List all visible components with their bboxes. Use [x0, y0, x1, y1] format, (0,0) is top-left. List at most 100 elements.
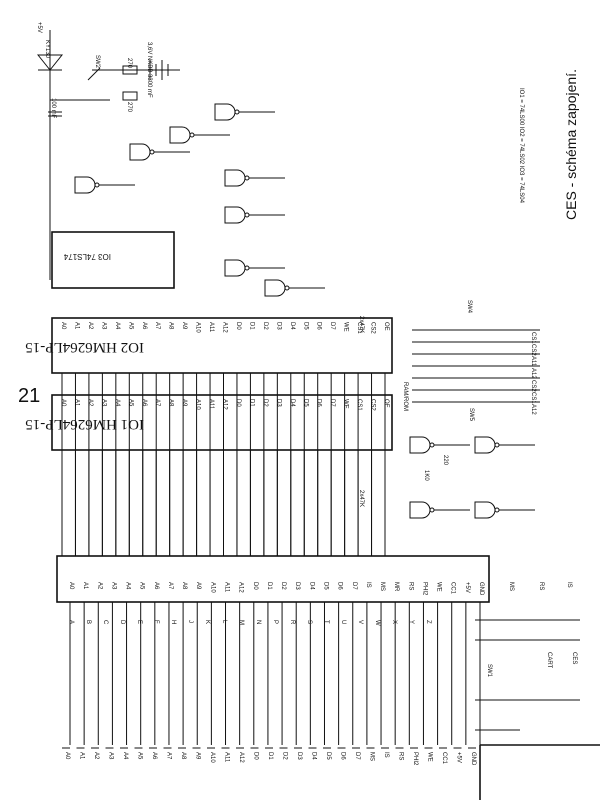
left-label: D6: [340, 752, 346, 760]
io3-label: IO3 74LS174: [63, 252, 111, 261]
chip-pin-label: A9: [181, 399, 187, 407]
ces-label: CES: [571, 652, 577, 664]
left-lines: [69, 602, 481, 745]
connector-pin-label: A2: [96, 582, 102, 590]
logic-gate: [224, 169, 246, 187]
plus5v-label: +5V: [36, 22, 42, 33]
chip-pin-label: A12: [222, 322, 228, 333]
connector-letter: C: [102, 620, 108, 625]
chip-pin-label: A10: [195, 322, 201, 333]
connector-letter: A: [68, 620, 74, 624]
chip-pin-label: A11: [208, 399, 214, 410]
chip-pin-label: WE: [343, 399, 349, 409]
logic-gate: [224, 259, 246, 277]
res-b-label: 2x47K: [358, 490, 364, 507]
left-label: A12: [238, 752, 244, 763]
logic-gate: [224, 206, 246, 224]
connector-letter: K: [204, 620, 210, 624]
logic-gate: [169, 126, 191, 144]
logic-gate: [74, 176, 96, 194]
connector-pin-label: D2: [280, 582, 286, 590]
gates: [74, 103, 535, 519]
connector-pin-label: A8: [181, 582, 187, 590]
chip-pin-label: A2: [87, 399, 93, 407]
left-label: A10: [209, 752, 215, 763]
io2-label: IO2 HM6264LP-15: [25, 339, 144, 355]
chip-pin-label: A9: [181, 322, 187, 330]
svg-text:270: 270: [126, 102, 132, 113]
left-label: A8: [180, 752, 186, 760]
chip-pin-label: D3: [275, 399, 281, 407]
sw5-label: SW5: [468, 408, 474, 422]
chip-pin-label: A12: [222, 399, 228, 410]
chip-pin-label: A7: [154, 322, 160, 330]
connector-letter: D: [119, 620, 125, 625]
connector-pin-label: A0: [68, 582, 74, 590]
connector-pin-label: D4: [308, 582, 314, 590]
connector-letter: F: [153, 620, 159, 624]
connector-pin-label: +5V: [464, 582, 470, 593]
chip-pin-label: D6: [316, 399, 322, 407]
lower-switches: CES CART MS RS IS SW1: [475, 582, 600, 800]
connector-letter: J: [187, 620, 193, 623]
connector-letter: U: [340, 620, 346, 624]
logic-gate: [264, 279, 286, 297]
connector-letter: E: [136, 620, 142, 624]
caption-text: CES - schéma zapojení.: [563, 69, 579, 220]
left-label: A3: [108, 752, 114, 760]
connector-pin-label: CC1: [450, 582, 456, 595]
left-label: GND: [470, 752, 476, 766]
chip-pin-label: CS2: [370, 322, 376, 334]
chip-pin-label: D7: [329, 399, 335, 407]
ms-label: MS: [508, 582, 514, 591]
chip-io3: IO3 74LS174: [51, 231, 175, 289]
connector-letter: W: [374, 620, 380, 626]
chip-pin-label: D3: [275, 322, 281, 330]
connector-letter: N: [255, 620, 261, 624]
left-label: WE: [427, 752, 433, 762]
bus-label: CS1: [530, 392, 536, 404]
chip-pin-label: D1: [248, 322, 254, 330]
chip-pin-label: A6: [141, 399, 147, 407]
bus-lines: [61, 373, 386, 556]
res-1k-label: 1K0: [423, 470, 429, 481]
logic-gate: [214, 103, 236, 121]
connector-letter: R: [289, 620, 295, 625]
chip-pin-label: D7: [329, 322, 335, 330]
chip-pin-label: D2: [262, 399, 268, 407]
bus-label: CS2: [530, 380, 536, 392]
connector-pin-label: MR: [393, 582, 399, 592]
chip-pin-label: D0: [235, 322, 241, 330]
chip-pin-label: A3: [100, 322, 106, 330]
logic-gate: [129, 143, 151, 161]
connector-pin-label: GND: [478, 582, 484, 596]
chip-pin-label: CS1: [356, 322, 362, 334]
connector-pin-label: A4: [125, 582, 131, 590]
connector-letter: S: [306, 620, 312, 624]
bus-label: A11: [530, 356, 536, 367]
diode-label: KY130: [44, 40, 50, 59]
connector-letter: P: [272, 620, 278, 624]
left-label: +5V: [456, 752, 462, 763]
chip-pin-label: A8: [168, 399, 174, 407]
left-label: A4: [122, 752, 128, 760]
connector-letter: X: [391, 620, 397, 624]
connector-pin-label: A9: [195, 582, 201, 590]
resistor-270b: [122, 91, 138, 101]
connector-pin-label: A1: [82, 582, 88, 590]
connector-pin-label: WE: [436, 582, 442, 592]
chip-pin-label: D0: [235, 399, 241, 407]
io1-label: IO1 HM6264LP-15: [25, 416, 144, 432]
connector-pin-label: D6: [337, 582, 343, 590]
resistor-270a: [122, 65, 138, 75]
connector-pin-label: RS: [407, 582, 413, 590]
chip-pin-label: D5: [302, 322, 308, 330]
chip-pin-label: CS1: [356, 399, 362, 411]
rs-label: RS: [538, 582, 544, 590]
connector-letter: Z: [425, 620, 431, 624]
chip-pin-label: D6: [316, 322, 322, 330]
connector-letter: T: [323, 620, 329, 624]
